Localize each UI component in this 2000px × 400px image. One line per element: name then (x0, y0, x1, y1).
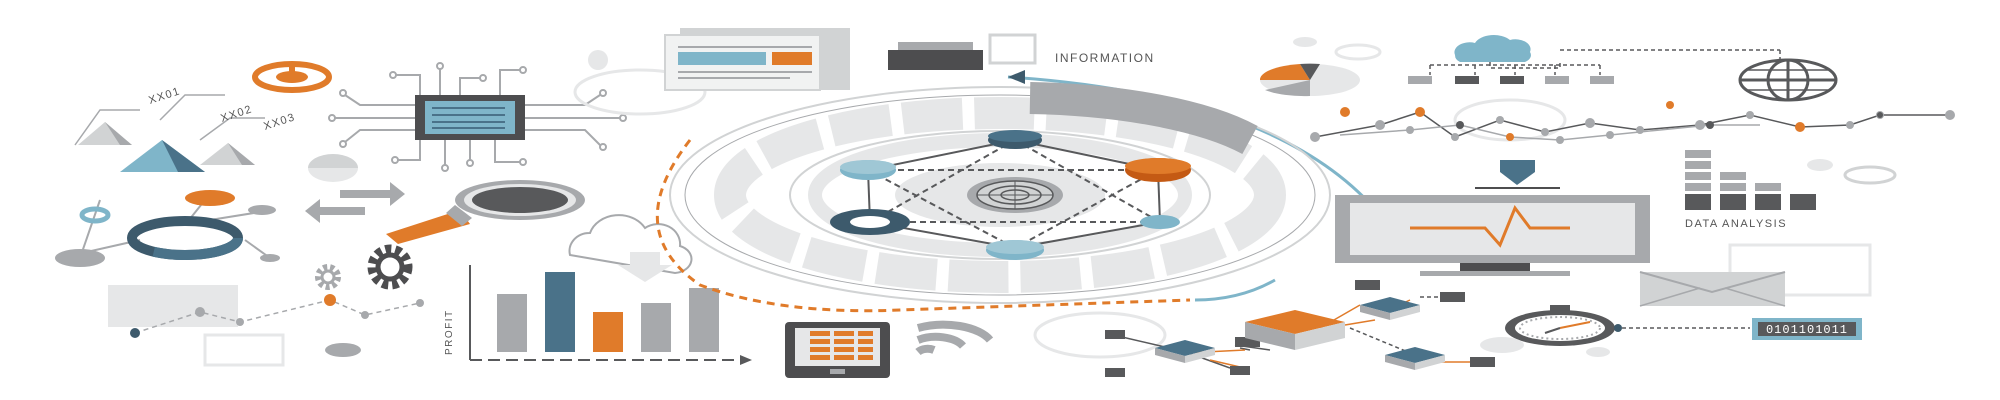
cloud-org-chart-icon (1408, 35, 1781, 84)
monitor-pulse-icon (1335, 160, 1650, 276)
cpu-chip-icon (328, 62, 627, 172)
profit-axis-label: PROFIT (444, 309, 455, 355)
label-xx03: XX03 (262, 111, 297, 133)
pyramid-labels-group: XX01 XX02 XX03 (74, 85, 297, 172)
isometric-network (1105, 280, 1495, 377)
tablet-icon (785, 322, 890, 378)
power-icon (252, 61, 332, 93)
magnifying-glass-icon (386, 180, 585, 244)
globe-icon (1738, 58, 1838, 102)
central-hub (669, 82, 1331, 304)
swap-arrows-icon (305, 182, 405, 223)
hub-node-right-bottom (1140, 215, 1180, 229)
binary-code-box: 0101101011 (1752, 318, 1862, 340)
information-label: INFORMATION (1055, 51, 1155, 65)
wifi-icon (915, 320, 994, 356)
data-analysis-bar-3 (1755, 183, 1781, 210)
binary-code-text: 0101101011 (1766, 323, 1848, 337)
data-analysis-label: DATA ANALYSIS (1685, 218, 1787, 230)
profit-bar-1 (497, 294, 527, 352)
data-analysis-chart: DATA ANALYSIS (1685, 150, 1816, 230)
envelope-icon (1639, 243, 1872, 307)
profit-bar-chart: PROFIT (444, 265, 752, 365)
deco-circle-gray (588, 50, 608, 70)
profit-bar-2 (545, 272, 575, 352)
node-network-left (55, 190, 280, 267)
label-xx02: XX02 (219, 103, 254, 125)
data-analysis-bar-4 (1790, 194, 1816, 210)
pie-chart-icon (1259, 37, 1382, 97)
orange-dashed-arc (656, 139, 1191, 313)
data-analysis-bar-2 (1720, 172, 1746, 210)
stopwatch-icon (1480, 305, 1750, 353)
profit-bar-5 (689, 288, 719, 352)
profit-bar-4 (641, 303, 671, 352)
line-network-right (1310, 98, 1955, 185)
deco-half-circle (308, 154, 358, 168)
line-graph-left (108, 285, 424, 367)
deco-ring-left (573, 68, 707, 116)
gears-icon (315, 244, 413, 290)
printer-icon (888, 33, 1037, 70)
profit-bar-3 (593, 312, 623, 352)
document-icon (664, 28, 850, 91)
data-analysis-bar-1 (1685, 150, 1711, 210)
cloud-upload-icon (568, 214, 693, 282)
